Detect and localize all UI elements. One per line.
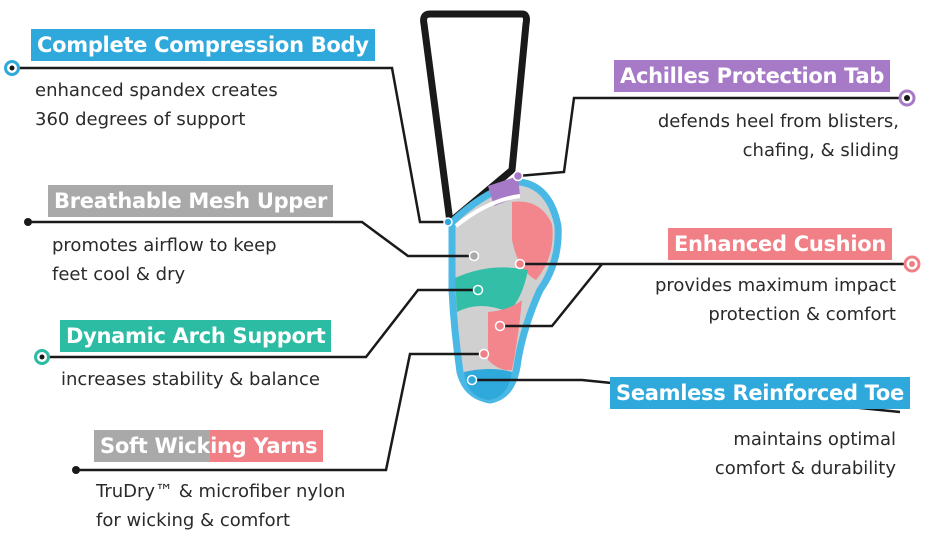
label-mesh-title: Breathable Mesh Upper [48, 185, 334, 217]
sock-illustration [448, 176, 562, 404]
marker-mesh [24, 218, 32, 226]
desc-mesh-line1: promotes airflow to keep [52, 235, 277, 256]
desc-toe-line2: comfort & durability [714, 458, 896, 479]
label-wicking-part1: Soft Wick [94, 430, 210, 462]
leader-lines [12, 66, 912, 472]
desc-compression-line1: enhanced spandex creates [35, 80, 278, 101]
desc-arch: increases stability & balance [61, 365, 320, 394]
desc-achilles: defends heel from blisters, chafing, & s… [658, 107, 899, 165]
desc-mesh: promotes airflow to keep feet cool & dry [52, 231, 277, 289]
label-wicking-title: Soft Wicking Yarns [94, 430, 324, 462]
marker-wicking [72, 466, 80, 474]
desc-mesh-line2: feet cool & dry [52, 264, 186, 285]
desc-achilles-line1: defends heel from blisters, [657, 111, 899, 132]
sole-cushion-panel [488, 300, 522, 371]
desc-cushion: provides maximum impact protection & com… [655, 271, 896, 329]
desc-cushion-line2: protection & comfort [708, 304, 896, 325]
label-arch-title: Dynamic Arch Support [60, 320, 332, 352]
leader-achilles [517, 96, 907, 178]
desc-compression: enhanced spandex creates 360 degrees of … [35, 76, 278, 134]
label-wicking-part2: ing Yarns [210, 430, 324, 462]
desc-achilles-line2: chafing, & sliding [742, 140, 899, 161]
leader-wicking [76, 352, 484, 472]
desc-cushion-line1: provides maximum impact [654, 275, 896, 296]
sock-cuff [454, 194, 521, 228]
leader-mesh [28, 220, 474, 258]
desc-wicking-line2: for wicking & comfort [96, 510, 291, 531]
leader-arch [42, 288, 478, 359]
label-achilles-title: Achilles Protection Tab [614, 60, 891, 92]
arch-support-band [455, 267, 528, 312]
desc-wicking-line1: TruDry™ & microfiber nylon [96, 481, 346, 502]
desc-arch-line1: increases stability & balance [61, 369, 320, 390]
label-cushion-title: Enhanced Cushion [668, 228, 892, 260]
label-toe-title: Seamless Reinforced Toe [610, 377, 910, 409]
leg-outline [420, 10, 530, 226]
desc-toe: maintains optimal comfort & durability [715, 425, 896, 483]
desc-compression-line2: 360 degrees of support [35, 109, 246, 130]
desc-toe-line1: maintains optimal [733, 429, 896, 450]
leader-compression [12, 66, 448, 224]
label-compression-title: Complete Compression Body [31, 29, 375, 61]
desc-wicking: TruDry™ & microfiber nylon for wicking &… [96, 477, 345, 535]
leader-cushion-2 [500, 263, 603, 328]
endpoint-markers [4, 60, 921, 474]
